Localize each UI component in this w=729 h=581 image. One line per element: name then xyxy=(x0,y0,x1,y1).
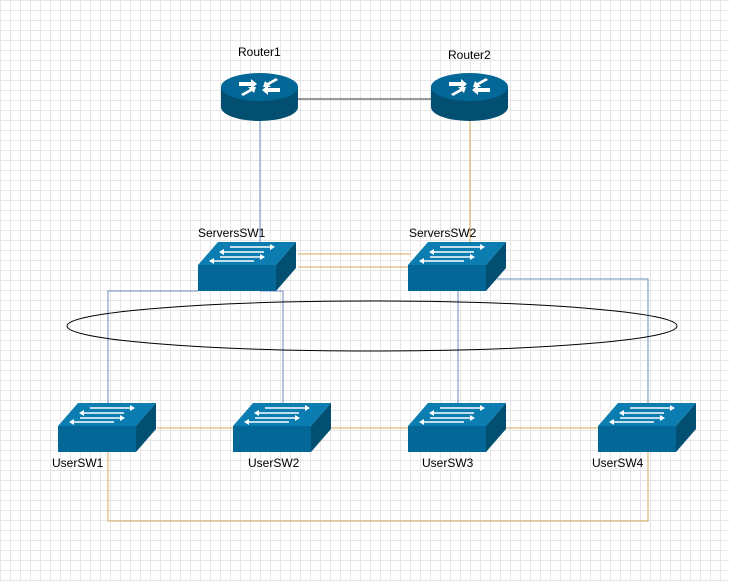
usersw4-label: UserSW4 xyxy=(592,456,644,470)
usersw4-device[interactable] xyxy=(598,403,696,452)
router-icon xyxy=(431,73,508,121)
link-serverssw2-usersw4 xyxy=(497,278,649,404)
switch-icon xyxy=(598,403,696,452)
switch-icon xyxy=(408,403,506,452)
usersw3-device[interactable] xyxy=(408,403,506,452)
router1-label: Router1 xyxy=(238,45,281,59)
serverssw2-device[interactable] xyxy=(408,242,506,291)
switch-icon xyxy=(58,403,156,452)
router2-device[interactable] xyxy=(431,73,508,121)
link-usersw1-usersw4-bottom xyxy=(107,452,649,522)
serverssw1-label: ServersSW1 xyxy=(198,226,266,240)
usersw1-device[interactable] xyxy=(58,403,156,452)
usersw3-label: UserSW3 xyxy=(422,456,474,470)
link-serverssw1-usersw2 xyxy=(260,290,284,404)
router2-label: Router2 xyxy=(448,48,491,62)
usersw2-label: UserSW2 xyxy=(248,456,300,470)
router1-device[interactable] xyxy=(221,73,298,121)
serverssw2-label: ServersSW2 xyxy=(409,226,477,240)
usersw1-label: UserSW1 xyxy=(52,456,104,470)
usersw2-device[interactable] xyxy=(233,403,331,452)
switch-icon xyxy=(408,242,506,291)
link-serverssw1-usersw1 xyxy=(107,290,198,404)
switch-icon xyxy=(233,403,331,452)
router-icon xyxy=(221,73,298,121)
serverssw1-device[interactable] xyxy=(198,242,296,291)
switch-group-ellipse xyxy=(66,300,678,352)
switch-icon xyxy=(198,242,296,291)
